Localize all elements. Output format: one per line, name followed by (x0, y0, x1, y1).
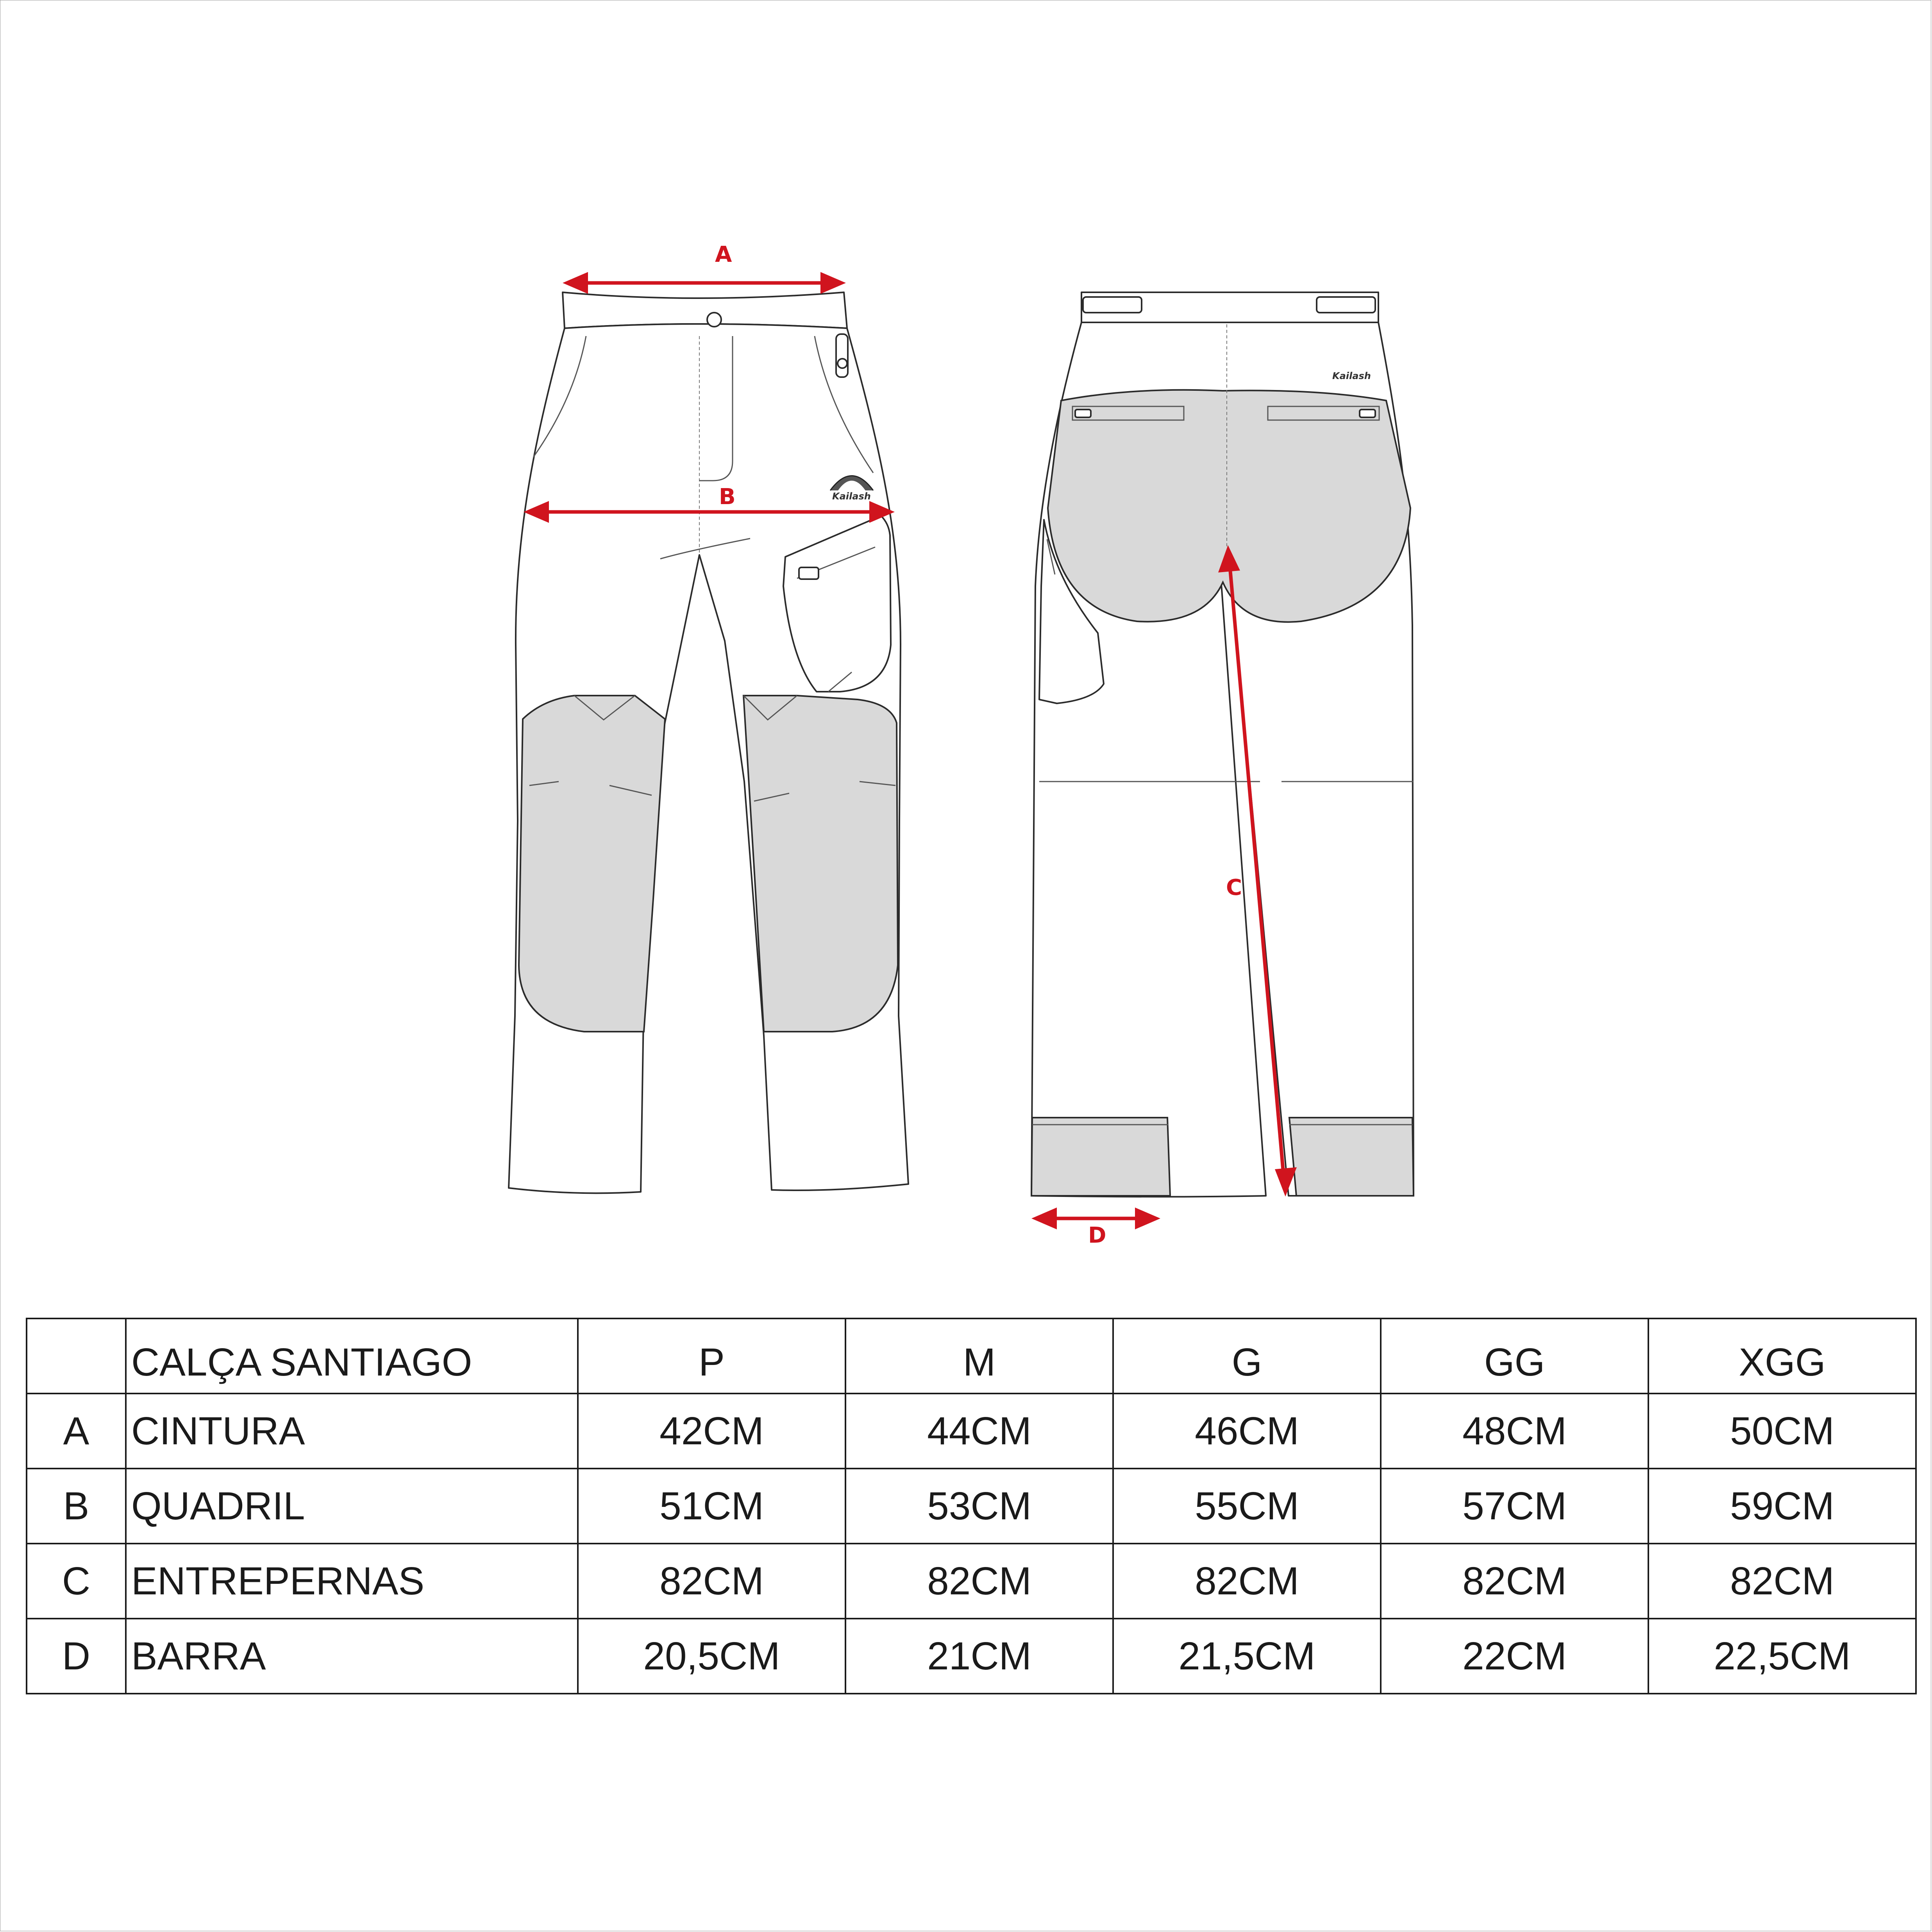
measure-value: 22CM (1380, 1618, 1649, 1694)
size-header-p: P (577, 1318, 846, 1394)
measure-value: 21,5CM (1112, 1618, 1382, 1694)
back-waist-tab-left (1082, 296, 1142, 313)
measure-value: 53CM (845, 1468, 1114, 1544)
front-pocket-zip (835, 333, 849, 378)
measure-value: 55CM (1112, 1468, 1382, 1544)
measure-value: 82CM (577, 1543, 846, 1619)
measure-value: 44CM (845, 1393, 1114, 1469)
table-row: C ENTREPERNAS 82CM 82CM 82CM 82CM 82CM (26, 1543, 1917, 1619)
dimension-b: B (524, 484, 895, 523)
measure-value: 48CM (1380, 1393, 1649, 1469)
size-table: CALÇA SANTIAGO P M G GG XGG A CINTURA 42… (26, 1318, 1917, 1694)
back-view: Kailash (1030, 292, 1415, 1198)
table-row: B QUADRIL 51CM 53CM 55CM 57CM 59CM (26, 1468, 1917, 1544)
table-row: A CINTURA 42CM 44CM 46CM 48CM 50CM (26, 1393, 1917, 1469)
measure-name: BARRA (125, 1618, 579, 1694)
measure-name: QUADRIL (125, 1468, 579, 1544)
measure-value: 46CM (1112, 1393, 1382, 1469)
size-header-xgg: XGG (1648, 1318, 1917, 1394)
front-view: Kailash (508, 292, 909, 1194)
size-header-g: G (1112, 1318, 1382, 1394)
measure-value: 82CM (845, 1543, 1114, 1619)
back-waist-tab-right (1316, 296, 1376, 313)
label-b: B (719, 484, 736, 510)
dimension-d: D (1031, 1208, 1160, 1248)
measure-name: CINTURA (125, 1393, 579, 1469)
table-title: CALÇA SANTIAGO (125, 1318, 579, 1394)
dimension-c: C (1218, 545, 1297, 1197)
row-letter: C (26, 1543, 127, 1619)
pants-technical-drawing: Kailash Kailash A (508, 242, 1415, 1248)
label-c: C (1226, 875, 1242, 900)
front-cargo-pocket (783, 515, 892, 692)
measure-value: 82CM (1380, 1543, 1649, 1619)
label-d: D (1088, 1223, 1106, 1248)
header-empty-cell (26, 1318, 127, 1394)
measure-value: 20,5CM (577, 1618, 846, 1694)
front-left-knee-panel (518, 695, 666, 1032)
back-brand-logo: Kailash (1332, 370, 1371, 381)
size-header-m: M (845, 1318, 1114, 1394)
front-waistband (562, 292, 848, 329)
back-right-hem-panel (1288, 1117, 1415, 1197)
table-row: D BARRA 20,5CM 21CM 21,5CM 22CM 22,5CM (26, 1618, 1917, 1694)
label-a: A (715, 242, 732, 267)
row-letter: A (26, 1393, 127, 1469)
front-right-knee-panel (742, 695, 899, 1032)
back-seat-panel (1047, 389, 1412, 623)
measure-value: 21CM (845, 1618, 1114, 1694)
table-header-row: CALÇA SANTIAGO P M G GG XGG (26, 1318, 1917, 1394)
measure-value: 82CM (1112, 1543, 1382, 1619)
measure-value: 42CM (577, 1393, 846, 1469)
back-left-hem-panel (1030, 1117, 1171, 1197)
measure-value: 59CM (1648, 1468, 1917, 1544)
row-letter: B (26, 1468, 127, 1544)
measure-value: 22,5CM (1648, 1618, 1917, 1694)
size-header-gg: GG (1380, 1318, 1649, 1394)
measure-name: ENTREPERNAS (125, 1543, 579, 1619)
front-brand-logo: Kailash (832, 491, 871, 502)
measure-value: 82CM (1648, 1543, 1917, 1619)
measure-value: 51CM (577, 1468, 846, 1544)
back-cargo-pocket (1038, 519, 1105, 704)
dimension-a: A (563, 242, 846, 294)
measure-value: 57CM (1380, 1468, 1649, 1544)
measure-value: 50CM (1648, 1393, 1917, 1469)
front-button (706, 312, 722, 327)
row-letter: D (26, 1618, 127, 1694)
